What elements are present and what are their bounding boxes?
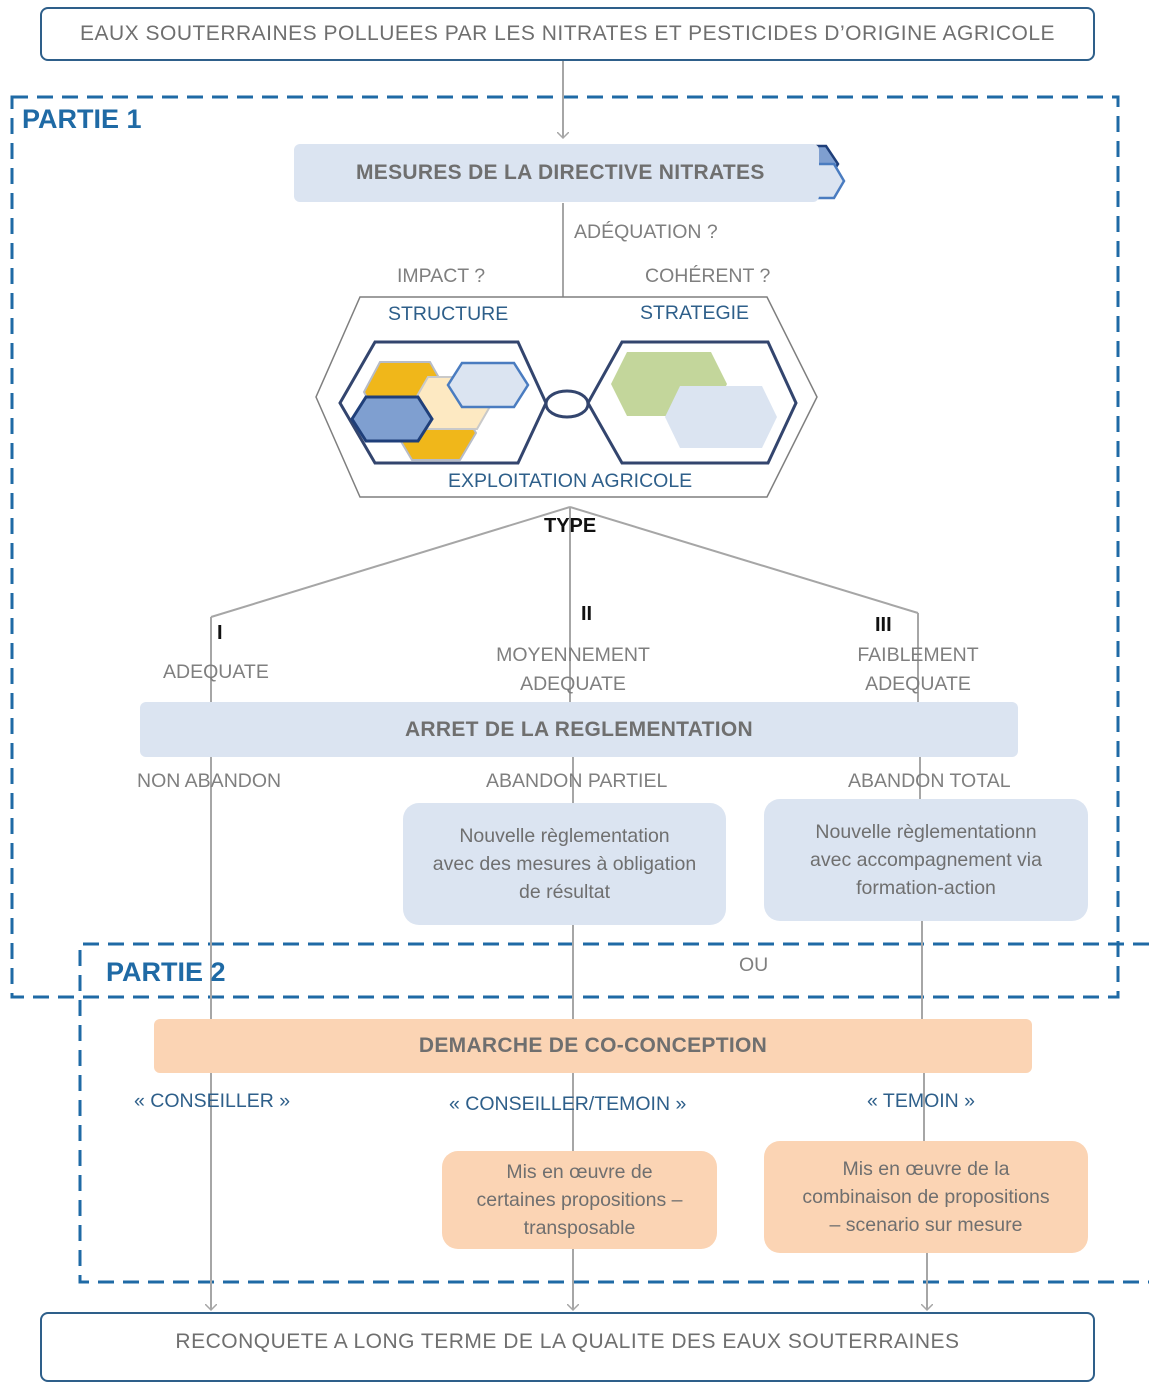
mise-partielle-line3: transposable xyxy=(523,1217,636,1239)
branch3-label: FAIBLEMENT ADEQUATE xyxy=(818,641,1018,699)
arret-label: ARRET DE LA REGLEMENTATION xyxy=(404,717,754,741)
partie1-label: PARTIE 1 xyxy=(22,104,142,134)
mise-partielle-line1: Mis en œuvre de xyxy=(506,1161,653,1183)
roman-3: III xyxy=(875,614,892,636)
impact-label: IMPACT ? xyxy=(397,265,486,287)
outcome-1: NON ABANDON xyxy=(137,770,282,792)
exploitation-label: EXPLOITATION AGRICOLE xyxy=(448,470,693,492)
arret-bar: ARRET DE LA REGLEMENTATION xyxy=(140,702,1018,757)
mise-totale-line1: Mis en œuvre de la xyxy=(842,1158,1010,1180)
role-2: « CONSEILLER/TEMOIN » xyxy=(449,1093,687,1115)
mise-partielle-line2: certaines propositions – xyxy=(476,1189,683,1211)
role-3: « TEMOIN » xyxy=(867,1090,976,1112)
regl-total-line2: avec accompagnement via xyxy=(810,849,1042,871)
branch1-label: ADEQUATE xyxy=(163,661,269,683)
outcome-3: ABANDON TOTAL xyxy=(848,770,1011,792)
demarche-label: DEMARCHE DE CO-CONCEPTION xyxy=(418,1034,768,1057)
regl-total-line3: formation-action xyxy=(856,877,996,899)
pale-blue-hex xyxy=(665,386,777,448)
structure-label: STRUCTURE xyxy=(388,303,509,325)
connector-ellipse xyxy=(544,389,590,419)
branch2-label-line2: ADEQUATE xyxy=(520,673,626,695)
type-label: TYPE xyxy=(544,515,597,537)
strategie-label: STRATEGIE xyxy=(640,302,750,324)
mise-partielle-box: Mis en œuvre de certaines propositions –… xyxy=(442,1151,717,1249)
branch3-label-line2: ADEQUATE xyxy=(865,673,971,695)
role-1: « CONSEILLER » xyxy=(134,1090,291,1112)
top-box: EAUX SOUTERRAINES POLLUEES PAR LES NITRA… xyxy=(40,7,1095,61)
ou-label: OU xyxy=(739,954,769,976)
regl-total-line1: Nouvelle règlementationn xyxy=(815,821,1037,843)
mise-totale-box: Mis en œuvre de la combinaison de propos… xyxy=(764,1141,1088,1253)
directive-label: MESURES DE LA DIRECTIVE NITRATES xyxy=(356,161,765,184)
branch2-label-line1: MOYENNEMENT xyxy=(496,644,650,666)
mise-totale-line2: combinaison de propositions xyxy=(802,1186,1050,1208)
light-blue-hex xyxy=(446,361,530,409)
branch3-label-line1: FAIBLEMENT xyxy=(857,644,979,666)
regl-partiel-line3: de résultat xyxy=(518,881,611,903)
mise-totale-line3: – scenario sur mesure xyxy=(829,1214,1023,1236)
directive-bar: MESURES DE LA DIRECTIVE NITRATES xyxy=(294,144,819,202)
outcome-2: ABANDON PARTIEL xyxy=(486,770,668,792)
partie2-label: PARTIE 2 xyxy=(106,957,226,987)
regl-partiel-line1: Nouvelle règlementation xyxy=(459,825,670,847)
dark-blue-hex xyxy=(350,395,434,443)
roman-2: II xyxy=(581,603,593,625)
branch2-label: MOYENNEMENT ADEQUATE xyxy=(473,641,673,699)
regl-partiel-line2: avec des mesures à obligation xyxy=(432,853,697,875)
regl-partiel-box: Nouvelle règlementation avec des mesures… xyxy=(403,803,726,925)
regl-total-box: Nouvelle règlementationn avec accompagne… xyxy=(764,799,1088,921)
bottom-box: RECONQUETE A LONG TERME DE LA QUALITE DE… xyxy=(40,1312,1095,1382)
roman-1: I xyxy=(217,622,223,644)
partie1-frame xyxy=(10,95,1120,999)
partie2-frame xyxy=(78,942,1149,1284)
demarche-bar: DEMARCHE DE CO-CONCEPTION xyxy=(154,1019,1032,1073)
coherent-label: COHÉRENT ? xyxy=(645,265,771,287)
adequation-label: ADÉQUATION ? xyxy=(574,221,718,243)
